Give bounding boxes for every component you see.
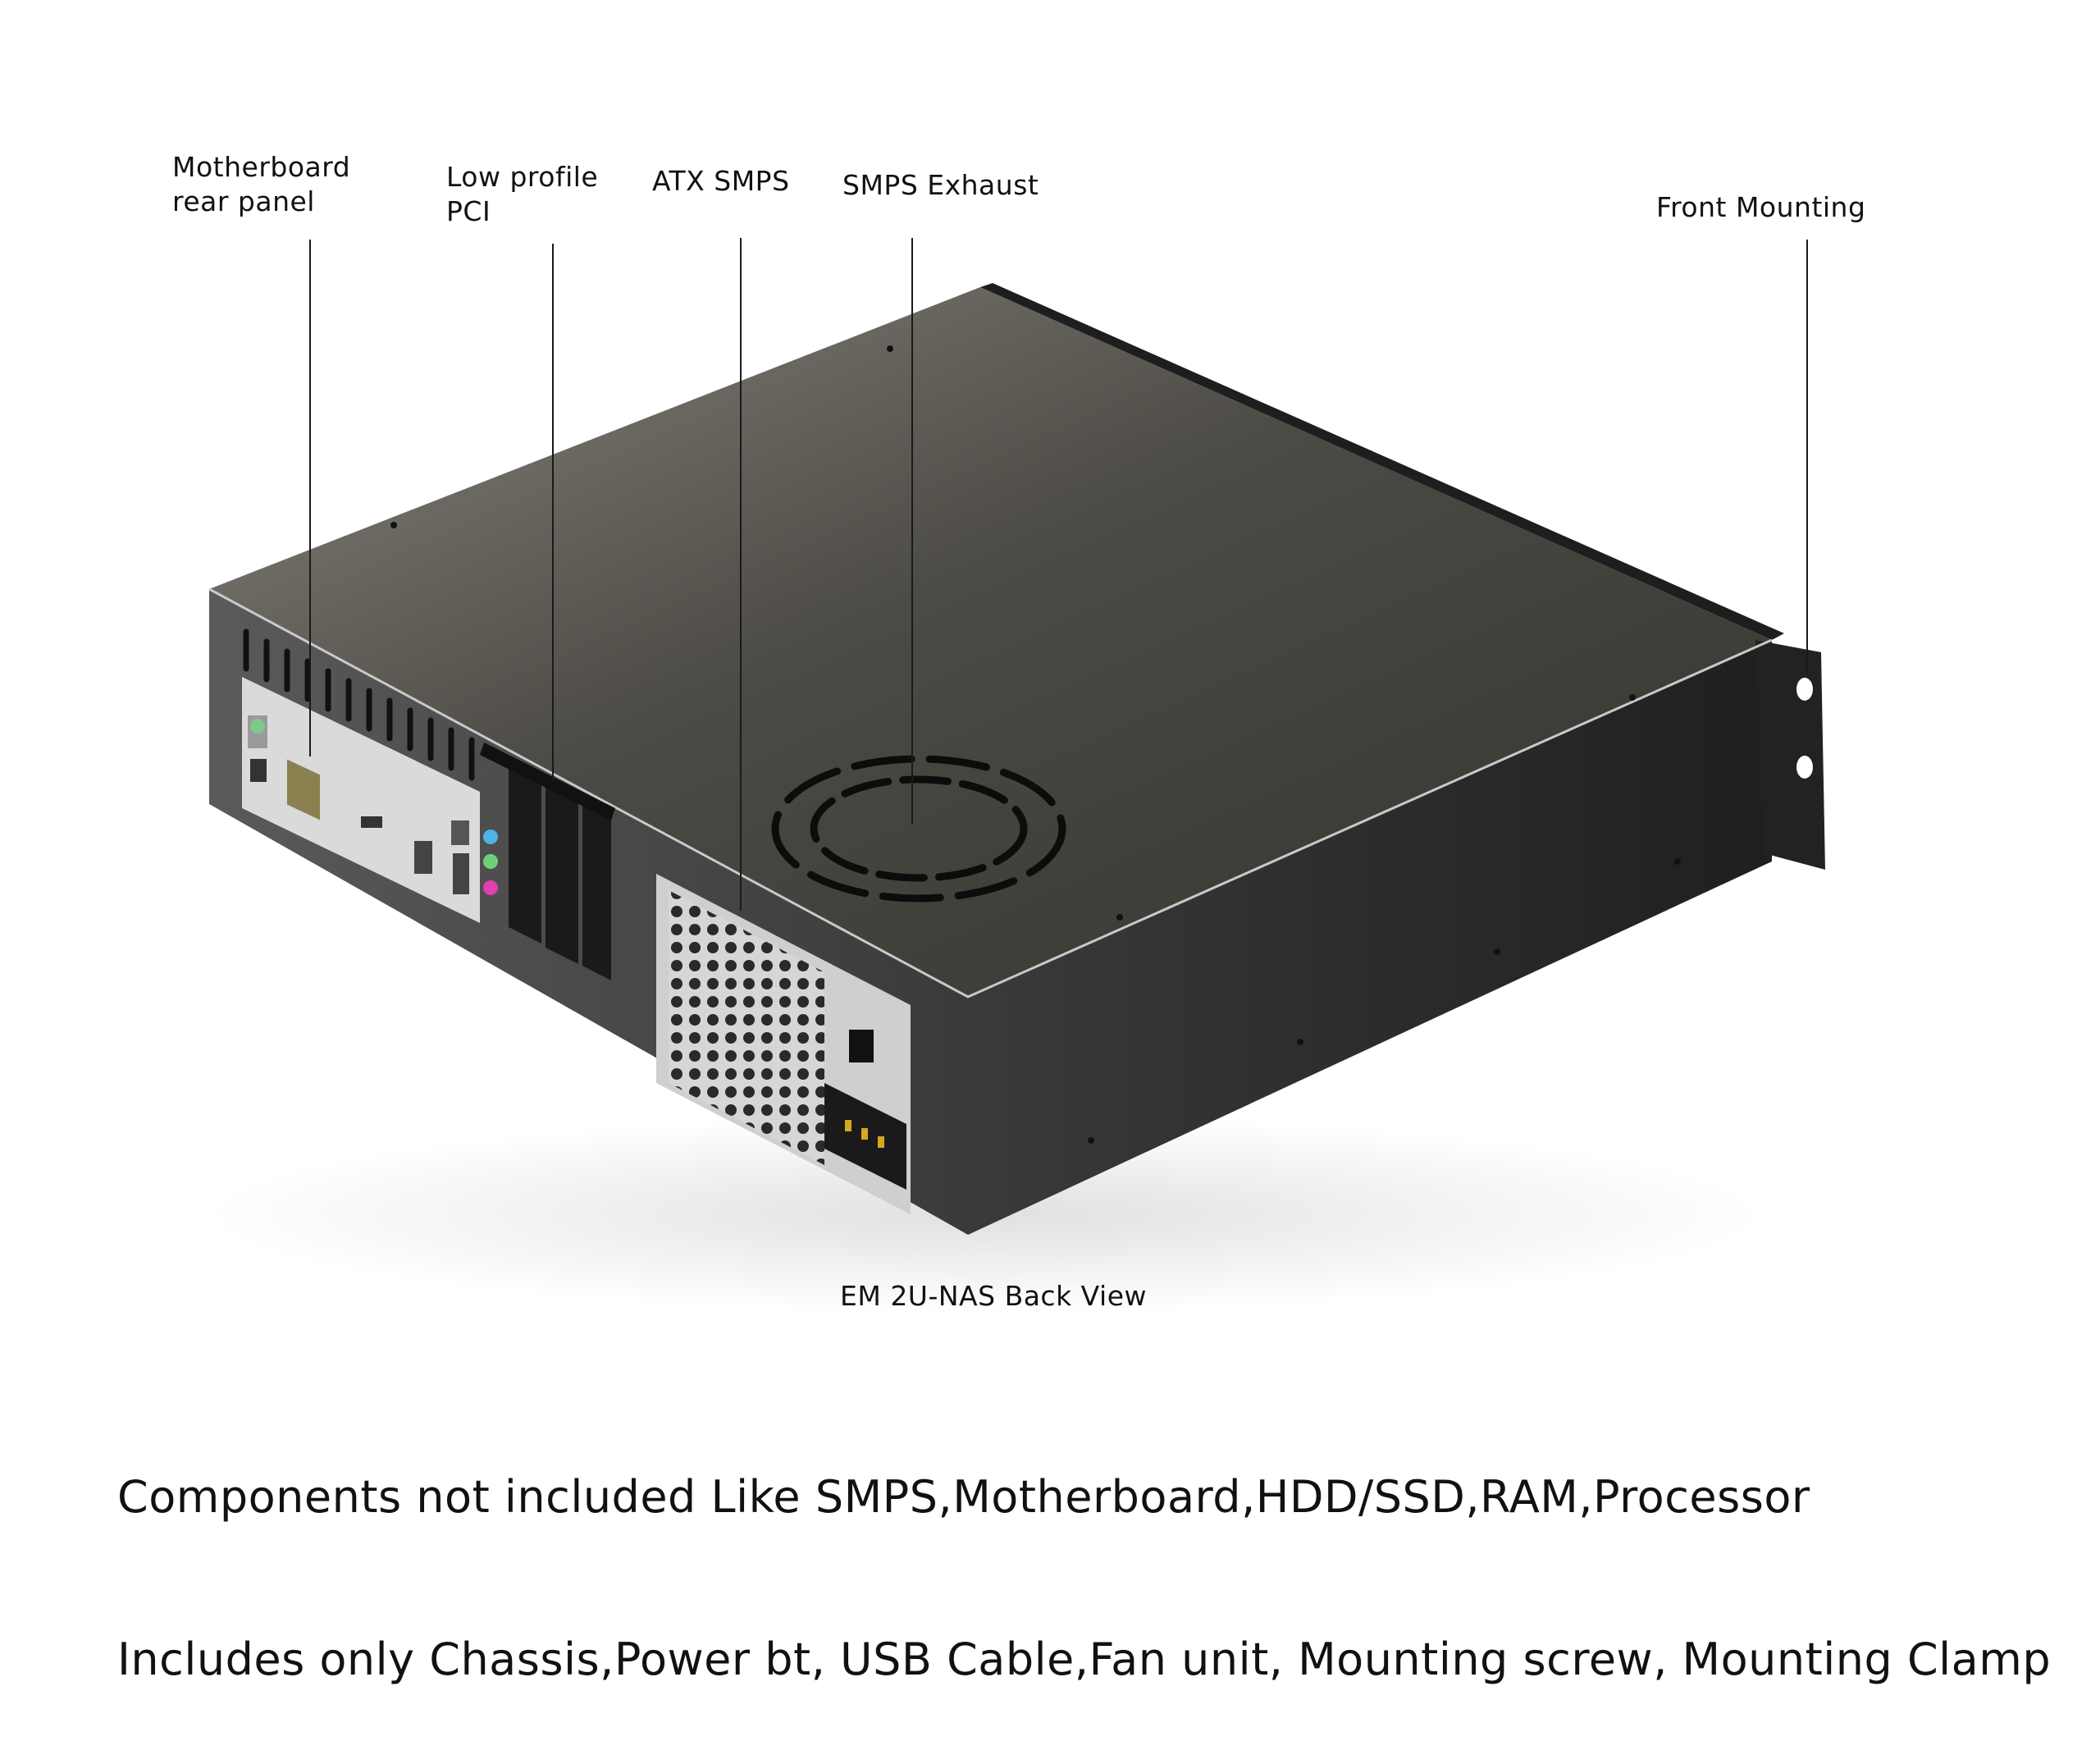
chassis-screws (390, 345, 1681, 1144)
pci-slots (480, 743, 615, 980)
leader-line-smps-exhaust (911, 238, 913, 825)
psu-socket-pin (861, 1128, 868, 1140)
mounting-hole (1796, 756, 1813, 779)
psu-power-switch (849, 1030, 874, 1062)
smps-exhaust-vent (771, 755, 1066, 902)
callout-front-mounting: Front Mounting (1656, 191, 1866, 223)
chassis-top-panel (209, 287, 1772, 997)
notes-line-included: Includes only Chassis,Power bt, USB Cabl… (117, 1634, 2052, 1685)
notes-line-excluded: Components not included Like SMPS,Mother… (117, 1471, 1810, 1523)
leader-line-front-mounting (1806, 240, 1808, 674)
figure-caption: EM 2U-NAS Back View (840, 1280, 1147, 1312)
audio-jack-blue (483, 829, 498, 844)
audio-jack-pink (483, 880, 498, 895)
front-mounting-ear (1755, 640, 1825, 870)
usb-port (414, 841, 432, 874)
callout-atx-smps: ATX SMPS (652, 165, 790, 197)
leader-line-pci (552, 244, 554, 781)
ps2-port (250, 719, 265, 733)
usb-port (361, 816, 382, 828)
serial-port (287, 759, 320, 820)
audio-jack-green (483, 854, 498, 869)
mounting-hole (1796, 678, 1813, 701)
psu-fan-grille (669, 890, 824, 1165)
psu-socket-pin (878, 1136, 884, 1148)
leader-line-atx-smps (740, 238, 742, 911)
rear-top-lip (980, 283, 1784, 640)
package-notes: Components not included Like SMPS,Mother… (117, 1362, 2051, 1741)
back-panel-vents (243, 628, 475, 781)
usb-port (453, 853, 469, 894)
leader-line-motherboard (309, 240, 311, 756)
callout-low-profile-pci: Low profile PCI (446, 161, 599, 227)
callout-motherboard-rear-panel: Motherboard rear panel (172, 151, 351, 217)
chassis-side-panel (968, 640, 1772, 1235)
chassis-edge (208, 587, 1773, 998)
chassis-illustration (205, 283, 1825, 1313)
psu-socket-pin (845, 1120, 851, 1131)
ethernet-port (451, 820, 469, 845)
usb-port (250, 759, 267, 782)
callout-smps-exhaust: SMPS Exhaust (842, 169, 1039, 201)
